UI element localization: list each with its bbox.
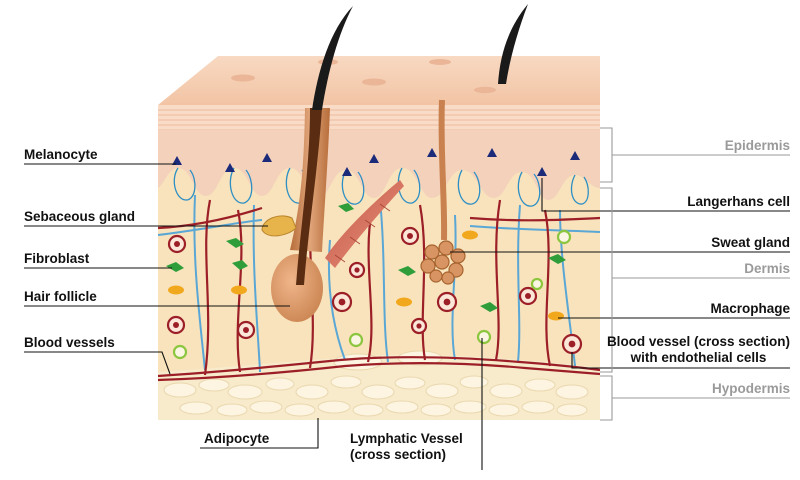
hair-follicle-bulb (271, 254, 323, 322)
label-lymphatic-vessel: Lymphatic Vessel (cross section) (350, 431, 463, 463)
pore (474, 87, 496, 93)
label-lymphatic-vessel-line1: Lymphatic Vessel (350, 431, 463, 447)
label-adipocyte: Adipocyte (204, 431, 269, 447)
stratum-corneum (158, 105, 600, 130)
label-hair-follicle: Hair follicle (24, 289, 97, 305)
label-fibroblast: Fibroblast (24, 251, 89, 267)
sweat-duct (442, 100, 445, 240)
label-blood-vessel-cs-line2: with endothelial cells (607, 350, 790, 366)
label-hypodermis: Hypodermis (712, 381, 790, 397)
label-sebaceous-gland: Sebaceous gland (24, 209, 135, 225)
label-dermis: Dermis (744, 261, 790, 277)
label-melanocyte: Melanocyte (24, 147, 98, 163)
pore (231, 75, 255, 82)
label-blood-vessel-cross-section: Blood vessel (cross section) with endoth… (607, 334, 790, 366)
label-langerhans-cell: Langerhans cell (687, 194, 790, 210)
label-macrophage: Macrophage (710, 301, 790, 317)
label-epidermis: Epidermis (725, 138, 790, 154)
label-lymphatic-vessel-line2: (cross section) (350, 447, 463, 463)
label-blood-vessels: Blood vessels (24, 335, 115, 351)
pore (429, 59, 451, 65)
label-blood-vessel-cs-line1: Blood vessel (cross section) (607, 334, 790, 350)
label-sweat-gland: Sweat gland (711, 235, 790, 251)
pore (362, 79, 386, 86)
